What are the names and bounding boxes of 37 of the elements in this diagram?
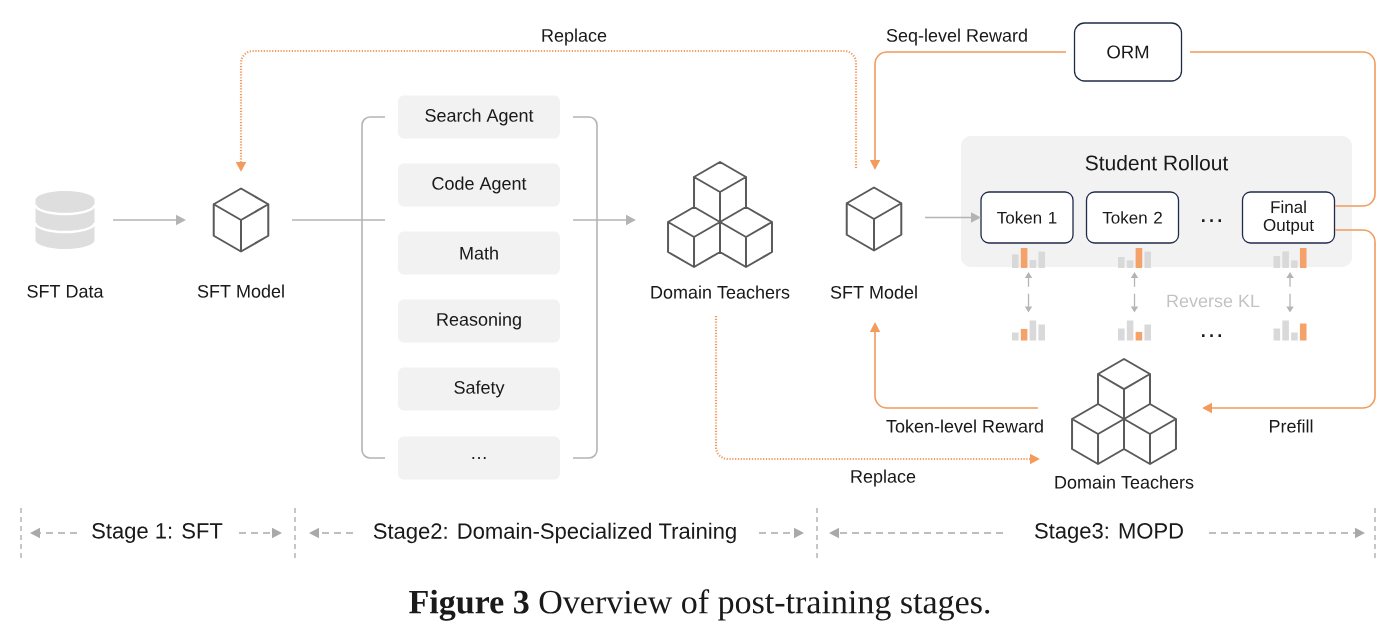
bracket	[572, 116, 598, 459]
task-box: …	[398, 436, 560, 480]
bar-chart-icon	[1012, 248, 1045, 268]
stage-label: Stage2: Domain-Specialized Training	[373, 522, 736, 544]
bracket	[361, 116, 386, 459]
stage-label: Stage3: MOPD	[1035, 523, 1183, 543]
icon-label: SFT Model	[830, 285, 917, 299]
figure-caption: Figure 3 Overview of post-training stages.	[409, 589, 990, 621]
icon-label: Domain Teachers	[651, 285, 790, 299]
task-box: Safety	[398, 367, 560, 411]
annotation: Reverse KL	[1167, 294, 1260, 308]
edge-label: Token-level Reward	[884, 417, 1046, 435]
task-box: Math	[398, 231, 560, 275]
task-box: Search Agent	[398, 95, 560, 139]
token-box: Token 1	[980, 191, 1074, 244]
bar-chart-icon	[1273, 248, 1307, 268]
task-box: Reasoning	[398, 299, 560, 343]
edge-label: Replace	[848, 468, 918, 488]
ellipsis: …	[1202, 219, 1221, 222]
edge-label: Prefill	[1267, 417, 1315, 435]
edge-label: Seq-level Reward	[884, 27, 1030, 47]
process-box: ORM	[1073, 22, 1183, 82]
bar-chart-icon	[1118, 248, 1151, 268]
bar-chart-icon	[1118, 320, 1151, 341]
icon-label: SFT Model	[197, 284, 284, 298]
connector-line	[1189, 51, 1376, 207]
icon-label: SFT Data	[27, 284, 104, 298]
edge-label: Replace	[539, 27, 609, 47]
bar-chart-icon	[1012, 320, 1045, 341]
icon-label: Domain Teachers	[1055, 475, 1194, 489]
stage-label: Stage 1: SFT	[92, 523, 223, 543]
task-box: Code Agent	[398, 163, 560, 207]
bar-chart-icon	[1273, 320, 1307, 341]
token-box: Token 2	[1085, 191, 1180, 244]
connector-line	[291, 219, 386, 221]
ellipsis: …	[1202, 334, 1221, 337]
token-box: Final Output	[1241, 191, 1336, 244]
